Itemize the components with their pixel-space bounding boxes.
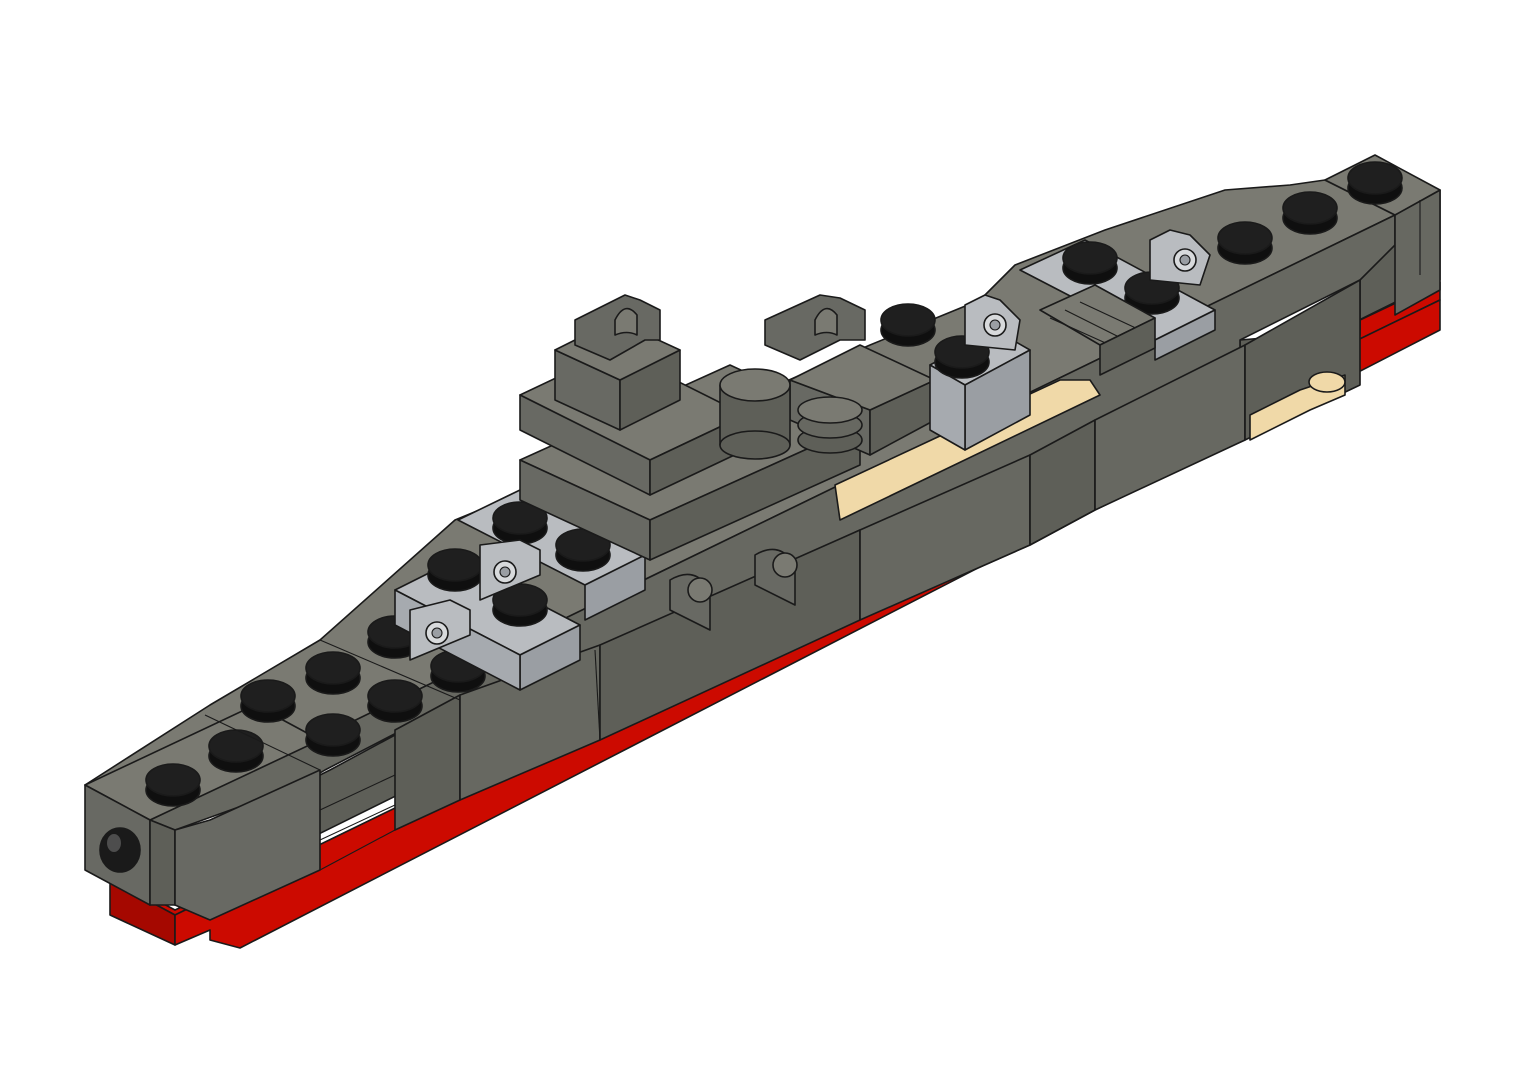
stud — [240, 679, 296, 723]
aft-plate-1-front — [929, 364, 966, 451]
stud — [208, 729, 264, 773]
round-funnel — [719, 368, 791, 460]
stud — [555, 528, 611, 572]
gun-clip-bracket — [409, 599, 471, 661]
stud — [492, 501, 548, 545]
bridge-base-side — [649, 424, 861, 561]
bow-side-stud-highlight — [107, 834, 121, 852]
stud — [1282, 191, 1338, 235]
round-plate-stack — [797, 396, 863, 454]
stud — [305, 651, 361, 695]
tan-deck-strips — [834, 371, 1346, 521]
gun-clip-bracket — [479, 539, 541, 601]
superstructure — [519, 294, 936, 631]
stud — [880, 303, 936, 347]
grille-tile — [1039, 284, 1156, 376]
forward-tower-clip-opening — [614, 307, 638, 336]
deck-clip — [669, 573, 713, 631]
stud — [145, 763, 201, 807]
deck-clip — [754, 548, 798, 606]
stud — [427, 548, 483, 592]
bow-section — [84, 154, 1441, 921]
gun-clip-bracket — [1149, 229, 1211, 286]
aft-turret-plates — [880, 229, 1216, 451]
aft-tower-clip-opening — [814, 307, 838, 336]
aft-plate-2-side — [1154, 309, 1216, 361]
stud — [1062, 241, 1118, 285]
panel-seams — [204, 200, 1421, 771]
gun-clip-bracket — [964, 294, 1021, 351]
stud — [367, 679, 423, 723]
stud — [430, 649, 486, 693]
tan-round-plate — [1308, 371, 1346, 393]
stud — [1347, 161, 1403, 205]
stern-studs — [1217, 161, 1403, 265]
stud — [492, 583, 548, 627]
turret-plate-upper-side — [584, 554, 646, 621]
bow-side-face — [149, 819, 176, 906]
stud — [1217, 221, 1273, 265]
stud — [305, 713, 361, 757]
bow-side-stud — [99, 827, 141, 873]
forward-turret-plates — [394, 489, 646, 691]
